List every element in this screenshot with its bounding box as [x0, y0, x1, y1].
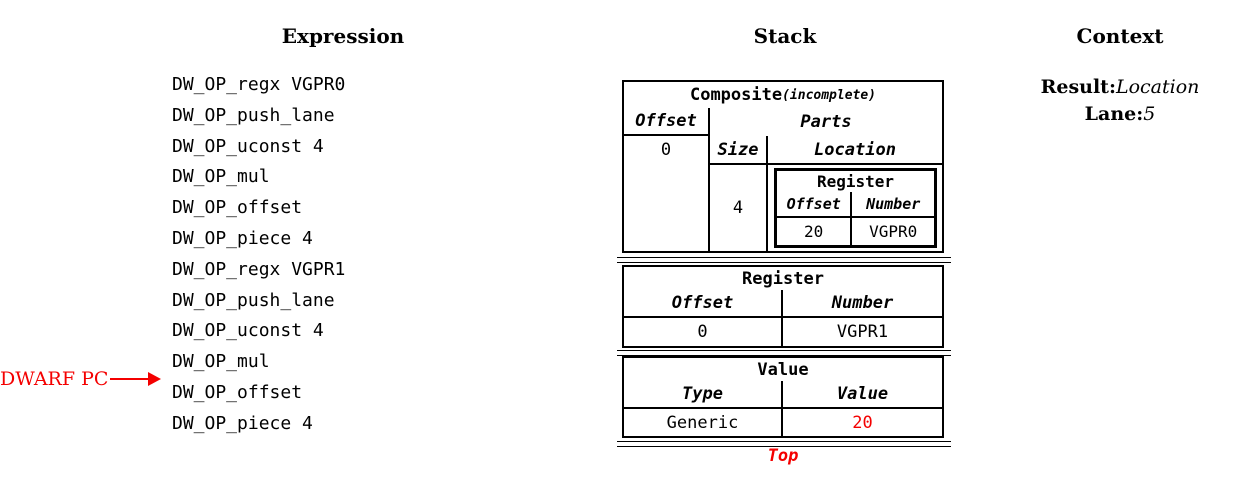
composite-title: Composite: [689, 85, 783, 105]
composite-size-header: Size: [710, 136, 768, 163]
composite-title-row: Composite(incomplete): [624, 82, 942, 108]
nested-register-table: Register Offset Number 20 VGPR0: [774, 168, 937, 248]
expression-op: DW_OP_uconst 4: [172, 135, 324, 157]
composite-parts-header: Parts: [800, 112, 852, 132]
stack-cell-separator: [617, 257, 951, 263]
composite-part-size-value: 4: [710, 165, 768, 251]
nested-register-offset-header: Offset: [777, 192, 853, 216]
nested-register-offset-value: 20: [777, 218, 853, 245]
dwarf-pc-label: DWARF PC: [0, 368, 109, 390]
composite-part-location-cell: Register Offset Number 20 VGPR0: [768, 165, 942, 251]
register-offset-header: Offset: [624, 290, 783, 316]
stack-cell-separator: [617, 350, 951, 356]
expression-op: DW_OP_regx VGPR1: [172, 258, 346, 280]
context-lane-line: Lane:5: [1010, 103, 1230, 125]
stack-cell-separator: [617, 441, 951, 447]
dwarf-pc-pointer: DWARF PC: [0, 366, 161, 392]
result-label: Result:: [1040, 76, 1116, 98]
arrow-line: [110, 378, 148, 380]
nested-register-number-header: Number: [866, 195, 921, 213]
stack-column-header: Stack: [753, 24, 817, 48]
expression-op: DW_OP_mul: [172, 351, 270, 373]
nested-register-title: Register: [816, 172, 895, 191]
expression-op: DW_OP_uconst 4: [172, 320, 324, 342]
composite-parts-column: Parts Size Location 4 Register Offset Nu…: [710, 108, 942, 251]
value-title: Value: [757, 359, 809, 380]
stack-entry-register: Register Offset Number 0 VGPR1: [622, 265, 944, 348]
composite-incomplete-suffix: (incomplete): [782, 87, 877, 103]
expression-op: DW_OP_piece 4: [172, 412, 313, 434]
stack-top-label: Top: [767, 446, 799, 466]
value-type-value: Generic: [624, 409, 783, 436]
composite-offset-value: 0: [660, 140, 672, 160]
expression-op: DW_OP_push_lane: [172, 289, 335, 311]
lane-label: Lane:: [1084, 103, 1144, 125]
expression-op: DW_OP_offset: [172, 197, 303, 219]
expression-op: DW_OP_push_lane: [172, 104, 335, 126]
value-value-header: Value: [836, 384, 889, 404]
context-column-header: Context: [1076, 24, 1164, 48]
value-type-header: Type: [624, 381, 783, 407]
register-number-header: Number: [831, 293, 894, 313]
stack-entry-value: Value Type Value Generic 20: [622, 356, 944, 438]
register-title: Register: [742, 268, 824, 289]
value-value-value: 20: [852, 412, 873, 433]
expression-op: DW_OP_offset: [172, 381, 303, 403]
expression-op: DW_OP_regx VGPR0: [172, 74, 346, 95]
expression-op: DW_OP_mul: [172, 166, 270, 188]
stack-entry-composite: Composite(incomplete) Offset 0 Parts Siz…: [622, 80, 944, 253]
composite-offset-column: Offset 0: [624, 108, 710, 251]
composite-location-header: Location: [814, 139, 896, 160]
nested-register-number-value: VGPR0: [869, 222, 918, 241]
result-value: Location: [1115, 76, 1200, 98]
arrow-right-icon: [148, 372, 161, 386]
expression-list: DW_OP_regx VGPR0 DW_OP_push_lane DW_OP_u…: [172, 70, 345, 440]
expression-op: DW_OP_piece 4: [172, 227, 313, 249]
context-result-line: Result:Location: [1010, 76, 1230, 98]
lane-value: 5: [1143, 103, 1156, 125]
register-number-value: VGPR1: [836, 322, 889, 342]
expression-column-header: Expression: [281, 24, 405, 48]
register-offset-value: 0: [624, 318, 783, 346]
composite-offset-header: Offset: [624, 108, 708, 136]
